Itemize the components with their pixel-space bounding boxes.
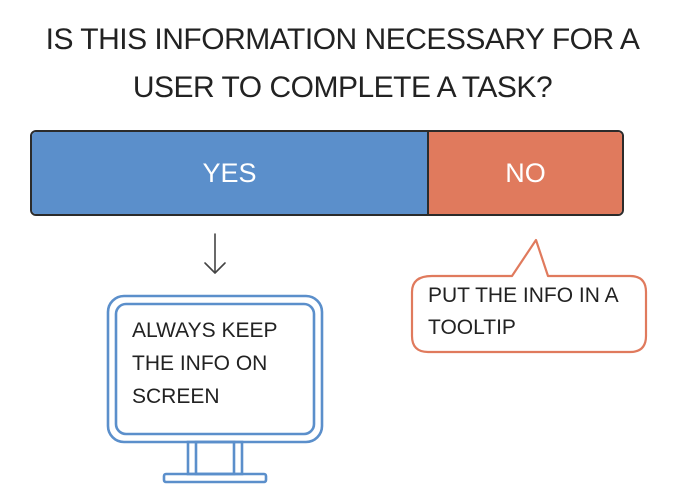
tooltip-message: PUT THE INFO IN A TOOLTIP	[428, 280, 643, 344]
tooltip-line-1: PUT THE INFO IN A	[428, 284, 619, 307]
yes-option[interactable]: YES	[32, 132, 429, 214]
monitor-line-2: THE INFO ON	[132, 352, 268, 375]
monitor-message: ALWAYS KEEP THE INFO ON SCREEN	[132, 314, 302, 413]
monitor-line-1: ALWAYS KEEP	[132, 319, 278, 342]
tooltip-line-2: TOOLTIP	[428, 316, 516, 339]
monitor-icon	[106, 294, 324, 484]
speech-bubble	[410, 238, 648, 354]
monitor-line-3: SCREEN	[132, 385, 220, 408]
down-arrow-icon	[204, 233, 226, 274]
decision-bar: YES NO	[30, 130, 624, 216]
title-line-2: USER TO COMPLETE A TASK?	[132, 71, 553, 104]
title-line-1: IS THIS INFORMATION NECESSARY FOR A	[45, 23, 640, 56]
no-option[interactable]: NO	[429, 132, 622, 214]
